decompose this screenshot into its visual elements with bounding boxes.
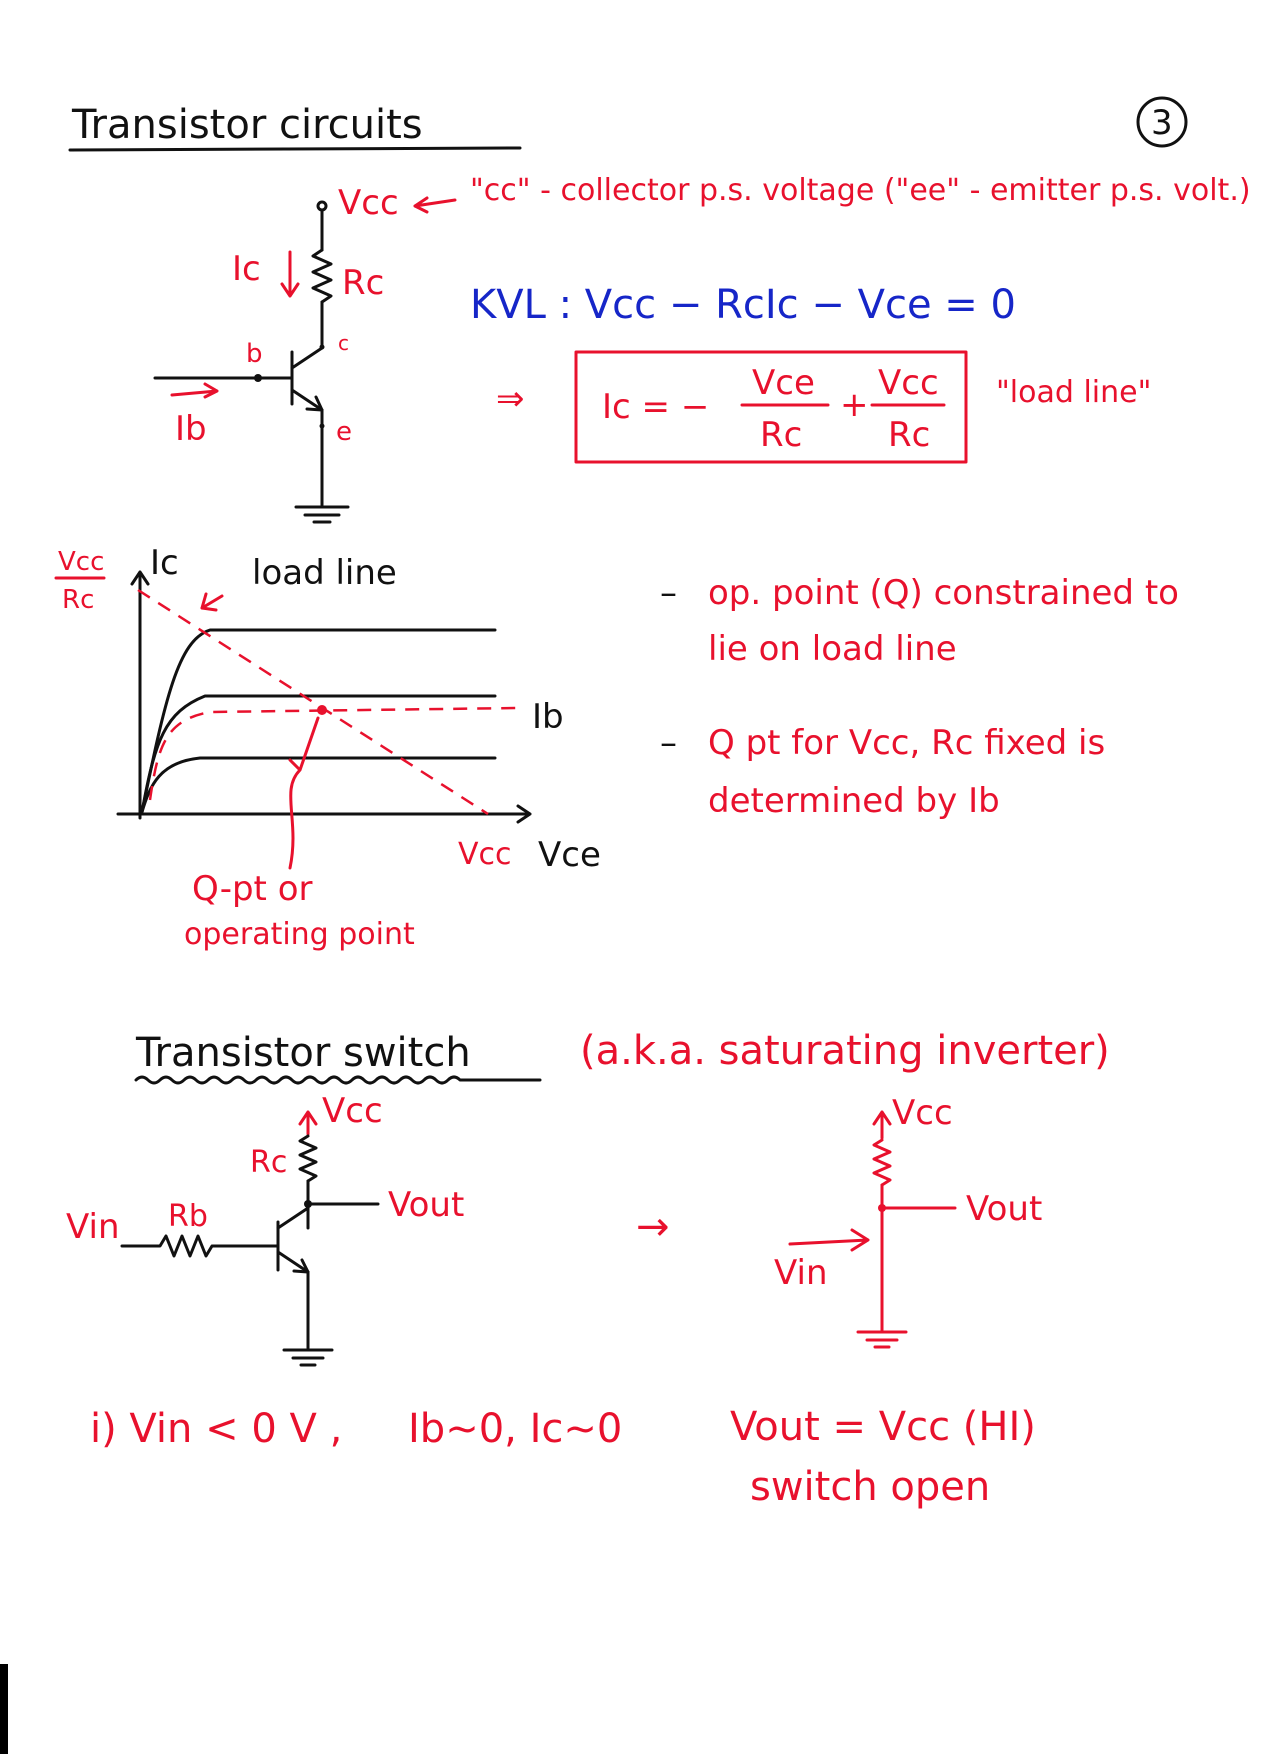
case1-result: Vout = Vcc (HI) [730,1404,1036,1450]
y-top-den: Rc [62,585,94,615]
ic-label: Ic [232,249,261,289]
base-node [254,374,262,382]
vcc-note: "cc" - collector p.s. voltage ("ee" - em… [470,173,1251,208]
switch-vout-right: Vout [966,1189,1042,1229]
node-e-label: e [336,417,352,447]
ib-label: Ib [175,409,207,449]
vcc-label: Vcc [338,183,399,223]
x-intercept-label: Vcc [458,837,512,872]
switch-circuit-right [788,1110,957,1349]
switch-ground-right [856,1330,908,1349]
switch-vcc-left: Vcc [322,1091,383,1131]
switch-rc-resistor [298,1134,318,1183]
switch-circuit-left [120,1110,380,1367]
eq-den2: Rc [888,415,930,455]
qpt-label-2: operating point [184,917,415,952]
note-1-line-1: op. point (Q) constrained to [708,573,1179,613]
load-line-label: load line [252,553,397,593]
y-axis-label: Ic [150,543,179,583]
ib-arrow-icon [170,382,219,399]
case1-currents: Ib~0, Ic~0 [408,1406,622,1452]
qpt-label-1: Q-pt or [192,869,312,909]
transistor-circuit-1 [153,200,350,524]
kvl-equation: KVL : Vcc − RcIc − Vce = 0 [470,282,1016,328]
switch-vin-left: Vin [66,1207,120,1247]
page-number-circle [1136,96,1188,148]
switch-title-squiggle [134,1075,542,1085]
load-line [137,588,489,816]
switch-aka: (a.k.a. saturating inverter) [580,1028,1110,1074]
case1-result-2: switch open [750,1464,990,1510]
case1-condition: i) Vin < 0 V , [90,1406,342,1452]
switch-vin-right: Vin [774,1253,828,1293]
switch-rc-label: Rc [250,1145,287,1180]
curve-2 [140,694,497,814]
y-top-num: Vcc [58,547,104,577]
page-number: 3 [1151,103,1173,143]
note-1-line-2: lie on load line [708,629,957,669]
q-pt-pointer [288,716,320,870]
rc-label: Rc [342,263,384,303]
switch-title: Transistor switch [135,1030,471,1076]
eq-lhs: Ic = − [602,387,709,427]
q-point [317,705,327,715]
node-c-label: c [338,331,349,355]
load-line-equation-box [574,350,968,464]
switch-vcc-right: Vcc [892,1093,953,1133]
title-underline [68,146,522,152]
ground-symbol [294,505,350,524]
eq-den1: Rc [760,415,802,455]
node-b-label: b [246,339,263,369]
ib-curve [148,706,521,801]
eq-plus: + [840,385,869,425]
switch-arrow: → [636,1204,670,1250]
ic-arrow-icon [280,250,300,298]
y-axis [130,570,150,820]
implies-arrow: ⇒ [496,379,525,419]
load-line-tag: "load line" [996,375,1151,410]
switch-ground-left [282,1348,334,1367]
eq-num2: Vcc [878,363,939,403]
graph-ib-label: Ib [532,697,564,737]
page-title: Transistor circuits [71,102,423,148]
switch-right-resistor [872,1138,892,1187]
note-2-line-2: determined by Ib [708,781,1000,821]
curve-3 [140,756,497,814]
switch-vout-left: Vout [388,1185,464,1225]
x-axis-label: Vce [538,835,601,875]
rc-resistor [311,248,333,304]
load-line-graph [116,570,532,870]
x-axis [116,804,532,824]
switch-rb-resistor [120,1234,280,1258]
note-1-dash: – [660,573,677,613]
note-2-line-1: Q pt for Vcc, Rc fixed is [708,723,1105,763]
switch-rb-label: Rb [168,1199,208,1234]
vcc-note-arrow [413,196,457,214]
note-2-dash: – [660,723,677,763]
eq-num1: Vce [752,363,815,403]
scan-edge-bar [0,1664,8,1754]
switch-input-arrow [788,1228,870,1252]
